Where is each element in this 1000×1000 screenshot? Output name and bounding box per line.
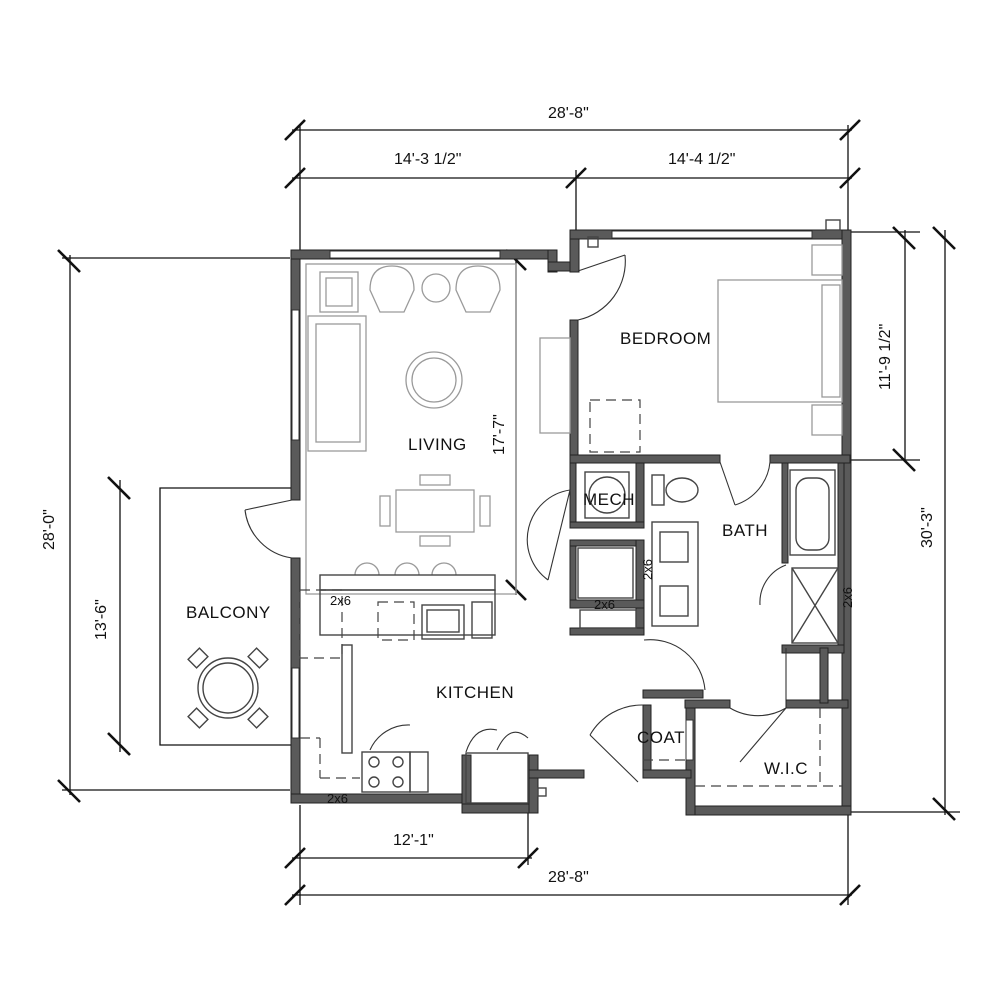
room-label-wic: W.I.C [764, 759, 808, 778]
windows [291, 230, 813, 761]
living-furniture [305, 263, 571, 595]
dim-overall-depth-left: 28'-0" [41, 509, 58, 550]
dim-overall-depth-right: 30'-3" [919, 507, 936, 548]
dimension-labels: 28'-8" 14'-3 1/2" 14'-4 1/2" 28'-0" 13'-… [41, 105, 936, 886]
wall-note-2x6-bath-vertical: 2x6 [640, 559, 655, 580]
room-label-kitchen: KITCHEN [436, 683, 514, 702]
room-label-mech: MECH [583, 490, 635, 509]
room-label-bath: BATH [722, 521, 768, 540]
bedroom-furniture [587, 219, 843, 453]
wall-notes: 2x6 2x6 2x6 2x6 2x6 [327, 559, 855, 806]
room-labels: BEDROOM LIVING MECH BATH BALCONY KITCHEN… [186, 329, 808, 778]
wall-note-2x6-shower: 2x6 [840, 587, 855, 608]
dim-overall-width-bottom: 28'-8" [548, 869, 589, 886]
wall-note-2x6-vanity: 2x6 [594, 597, 615, 612]
dimension-lines [57, 119, 960, 906]
dim-right-segment-top: 14'-4 1/2" [668, 151, 735, 168]
wall-note-2x6-bottom: 2x6 [327, 791, 348, 806]
dim-left-segment-top: 14'-3 1/2" [394, 151, 461, 168]
closet-rods [643, 708, 842, 787]
dim-bedroom-depth: 11'-9 1/2" [877, 324, 894, 390]
dim-living-depth: 17'-7" [491, 414, 508, 455]
wall-note-2x6-counter: 2x6 [330, 593, 351, 608]
balcony-table-set [187, 647, 269, 729]
doors [244, 254, 787, 783]
room-label-living: LIVING [408, 435, 467, 454]
dim-balcony-depth: 13'-6" [93, 599, 110, 640]
room-label-coat: COAT [637, 728, 685, 747]
balcony-area [159, 487, 292, 746]
dim-kitchen-width: 12'-1" [393, 832, 434, 849]
room-label-balcony: BALCONY [186, 603, 271, 622]
dim-overall-width-top: 28'-8" [548, 105, 589, 122]
room-label-bedroom: BEDROOM [620, 329, 711, 348]
kitchen-fixtures [299, 574, 547, 804]
bath-fixtures [577, 469, 839, 644]
